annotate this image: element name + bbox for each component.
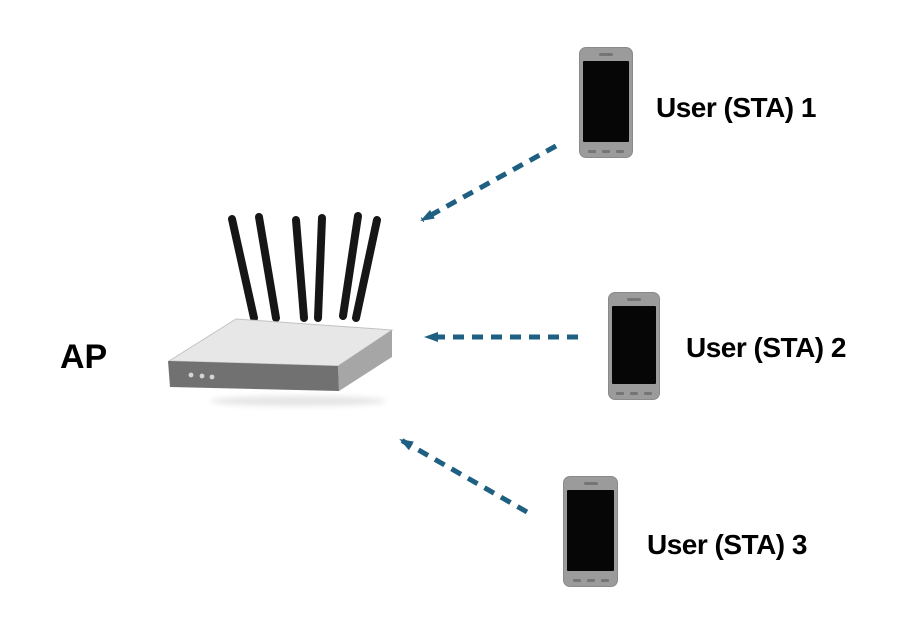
router-side-face [338,330,392,391]
router-shadow [210,396,386,406]
wifi-router-icon [167,212,394,406]
phone-speaker [627,298,641,301]
router-front-face [168,361,339,391]
smartphone-icon-sta2 [608,292,660,400]
phone-buttons [580,150,632,153]
sta3-label: User (STA) 3 [647,529,807,560]
phone-screen [567,490,614,571]
arrow-sta1-to-ap [420,143,558,223]
phone-screen [612,306,656,384]
router-leds [188,372,215,380]
phone-speaker [599,53,613,56]
arrow-sta3-to-ap [399,437,529,515]
phone-speaker [583,482,598,485]
smartphone-icon-sta1 [579,47,633,158]
sta1-label: User (STA) 1 [656,92,816,123]
phone-buttons [564,579,617,582]
sta2-label: User (STA) 2 [686,332,846,363]
smartphone-icon-sta3 [563,476,618,587]
router-antennas [228,212,381,322]
ap-label: AP [60,338,108,376]
phone-buttons [609,392,659,395]
phone-screen [583,61,629,142]
dashed-arrows [399,143,578,515]
